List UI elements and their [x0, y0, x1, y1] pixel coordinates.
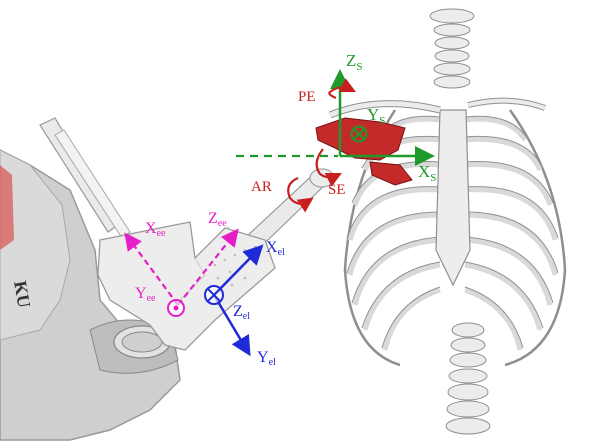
el-z-into-page-icon [205, 286, 223, 304]
ar-label: AR [251, 179, 272, 195]
el-x-label: Xel [266, 239, 285, 258]
el-z-label: Zel [233, 303, 250, 322]
scapula-z-label: ZS [346, 51, 363, 73]
pe-label: PE [298, 89, 316, 105]
ee-y-out-of-page-icon [168, 300, 184, 316]
scapula-y-label: YS [367, 105, 385, 127]
el-y-label: Yel [257, 349, 276, 368]
ee-x-label: Xee [145, 220, 166, 239]
skeleton-thorax [330, 9, 565, 434]
se-label: SE [328, 182, 346, 198]
ee-z-label: Zee [208, 210, 227, 229]
